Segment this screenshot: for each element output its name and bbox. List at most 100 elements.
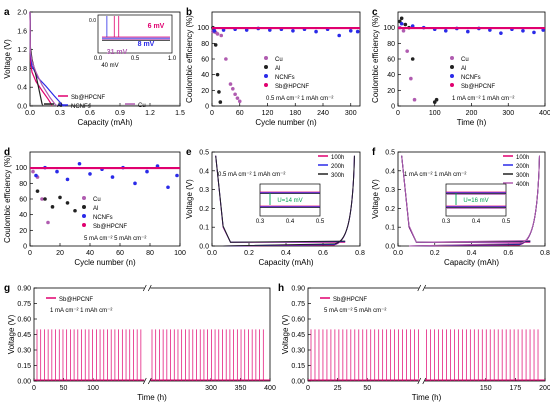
data-point-Al <box>213 43 218 47</box>
x-tick-label: 150 <box>480 385 492 392</box>
x-tick-label: 0.2 <box>430 250 440 257</box>
legend-label-Sb@HPCNF: Sb@HPCNF <box>461 84 495 90</box>
x-axis-label: Capacity (mAh) <box>258 258 313 267</box>
y-tick-label: 0.00 <box>291 379 305 386</box>
condition-note: 1 mA cm⁻² 1 mAh cm⁻² <box>404 172 466 178</box>
data-point-Al <box>58 195 62 200</box>
legend-marker-NCNFs <box>82 214 86 218</box>
axis-break-mark <box>422 377 427 385</box>
legend-label-Sb@HPCNF: Sb@HPCNF <box>275 84 309 90</box>
x-tick-label: 0.4 <box>467 250 477 257</box>
data-point-Cu <box>412 97 417 102</box>
x-axis-label: Time (h) <box>137 393 167 402</box>
y-tick-label: 0.8 <box>17 66 27 73</box>
x-axis-label: Time (h) <box>457 118 487 127</box>
y-tick-label: 2.0 <box>17 10 27 17</box>
axis-break-mask <box>418 378 425 384</box>
inset-x-tick-label: 0.5 <box>131 56 140 62</box>
legend-label-200h: 200h <box>516 164 529 170</box>
panel-letter-a: a <box>4 7 10 18</box>
data-point-NCNFs <box>212 29 217 33</box>
data-point-Cu <box>233 92 237 97</box>
legend-marker-Al <box>82 205 86 209</box>
y-tick-label: 100 <box>197 25 209 32</box>
data-point-NCNFs <box>466 29 470 34</box>
legend-marker-NCNFs <box>450 74 454 78</box>
data-point-NCNFs <box>532 30 536 35</box>
x-tick-label: 300 <box>205 385 217 392</box>
legend-marker-Al <box>264 65 268 69</box>
x-tick-label: 0.9 <box>115 110 125 117</box>
inset-x-tick-label: 0.3 <box>256 219 265 225</box>
legend-label-100h: 100h <box>331 155 344 161</box>
y-tick-label: 0.75 <box>17 301 31 308</box>
x-tick-label: 1.2 <box>145 110 155 117</box>
y-tick-label: 0.4 <box>385 168 395 175</box>
data-point-NCNFs <box>88 172 92 176</box>
y-tick-label: 0.60 <box>291 317 305 324</box>
data-point-Cu <box>405 49 409 53</box>
y-tick-label: 0.2 <box>385 206 395 213</box>
data-point-Al <box>217 90 221 94</box>
panel-b-frame <box>211 11 361 107</box>
y-tick-label: 0.1 <box>199 225 209 232</box>
x-tick-label: 0.6 <box>85 110 95 117</box>
data-point-Cu <box>215 32 220 36</box>
legend-label-Cu: Cu <box>461 57 469 63</box>
x-tick-label: 400 <box>264 385 276 392</box>
legend-label-400h: 400h <box>516 182 529 188</box>
data-point-Al <box>73 208 77 213</box>
x-tick-label: 300 <box>345 110 357 117</box>
y-axis-label: Voltage (V) <box>3 39 12 79</box>
x-tick-label: 0.0 <box>393 250 403 257</box>
inset-x-tick-label: 0.3 <box>442 219 451 225</box>
data-point-NCNFs <box>65 177 70 182</box>
legend-label-Al: Al <box>93 206 98 212</box>
x-tick-label: 175 <box>510 385 522 392</box>
x-tick-label: 0.8 <box>355 250 365 257</box>
panel-letter-f: f <box>372 147 376 158</box>
y-tick-label: 0.2 <box>199 206 209 213</box>
inset-annotation: U=14 mV <box>277 198 302 204</box>
data-point-Al <box>50 205 55 209</box>
data-point-NCNFs <box>175 173 179 178</box>
y-axis-label: Voltage (V) <box>7 314 16 354</box>
legend-marker-Sb@HPCNF <box>450 83 454 87</box>
x-tick-label: 0 <box>306 385 310 392</box>
series-line-Sb@HPCNF <box>29 11 53 107</box>
x-tick-label: 100 <box>174 250 186 257</box>
y-tick-label: 40 <box>19 212 27 219</box>
panel-letter-e: e <box>186 147 192 158</box>
data-point-Al <box>434 97 439 102</box>
legend-label-NCNFs: NCNFs <box>275 75 295 81</box>
data-point-NCNFs <box>166 185 170 190</box>
y-tick-label: 0.0 <box>17 104 27 111</box>
panel-letter-h: h <box>278 283 284 294</box>
x-tick-label: 200 <box>539 385 550 392</box>
y-tick-label: 80 <box>19 181 27 188</box>
y-axis-label: Voltage (V) <box>371 179 380 219</box>
data-point-Cu <box>231 86 235 91</box>
inset-x-tick-label: 0.0 <box>94 56 103 62</box>
legend-marker-Sb@HPCNF <box>82 223 86 227</box>
inset-annotation: 40 mV <box>101 63 118 69</box>
legend-label-Al: Al <box>461 66 466 72</box>
data-point-NCNFs <box>145 169 149 174</box>
inset-annotation: 6 mV <box>148 23 165 30</box>
y-tick-label: 80 <box>387 41 395 48</box>
y-tick-label: 0.45 <box>17 332 31 339</box>
data-point-Al <box>35 189 40 193</box>
legend-label-NCNFs: NCNFs <box>461 75 481 81</box>
y-axis-label: Coulombic efficiency (%) <box>185 15 194 103</box>
x-tick-label: 240 <box>317 110 329 117</box>
axis-break-mask <box>418 285 425 291</box>
x-tick-label: 0.2 <box>244 250 254 257</box>
inset-frame <box>445 183 507 217</box>
x-tick-label: 100 <box>429 110 441 117</box>
condition-note: 0.5 mA cm⁻² 1 mAh cm⁻² <box>218 172 285 178</box>
data-point-NCNFs <box>314 29 318 34</box>
inset-x-tick-label: 0.4 <box>286 219 295 225</box>
data-point-Cu <box>235 96 240 100</box>
y-tick-label: 0.5 <box>199 150 209 157</box>
y-tick-label: 0.1 <box>385 225 395 232</box>
